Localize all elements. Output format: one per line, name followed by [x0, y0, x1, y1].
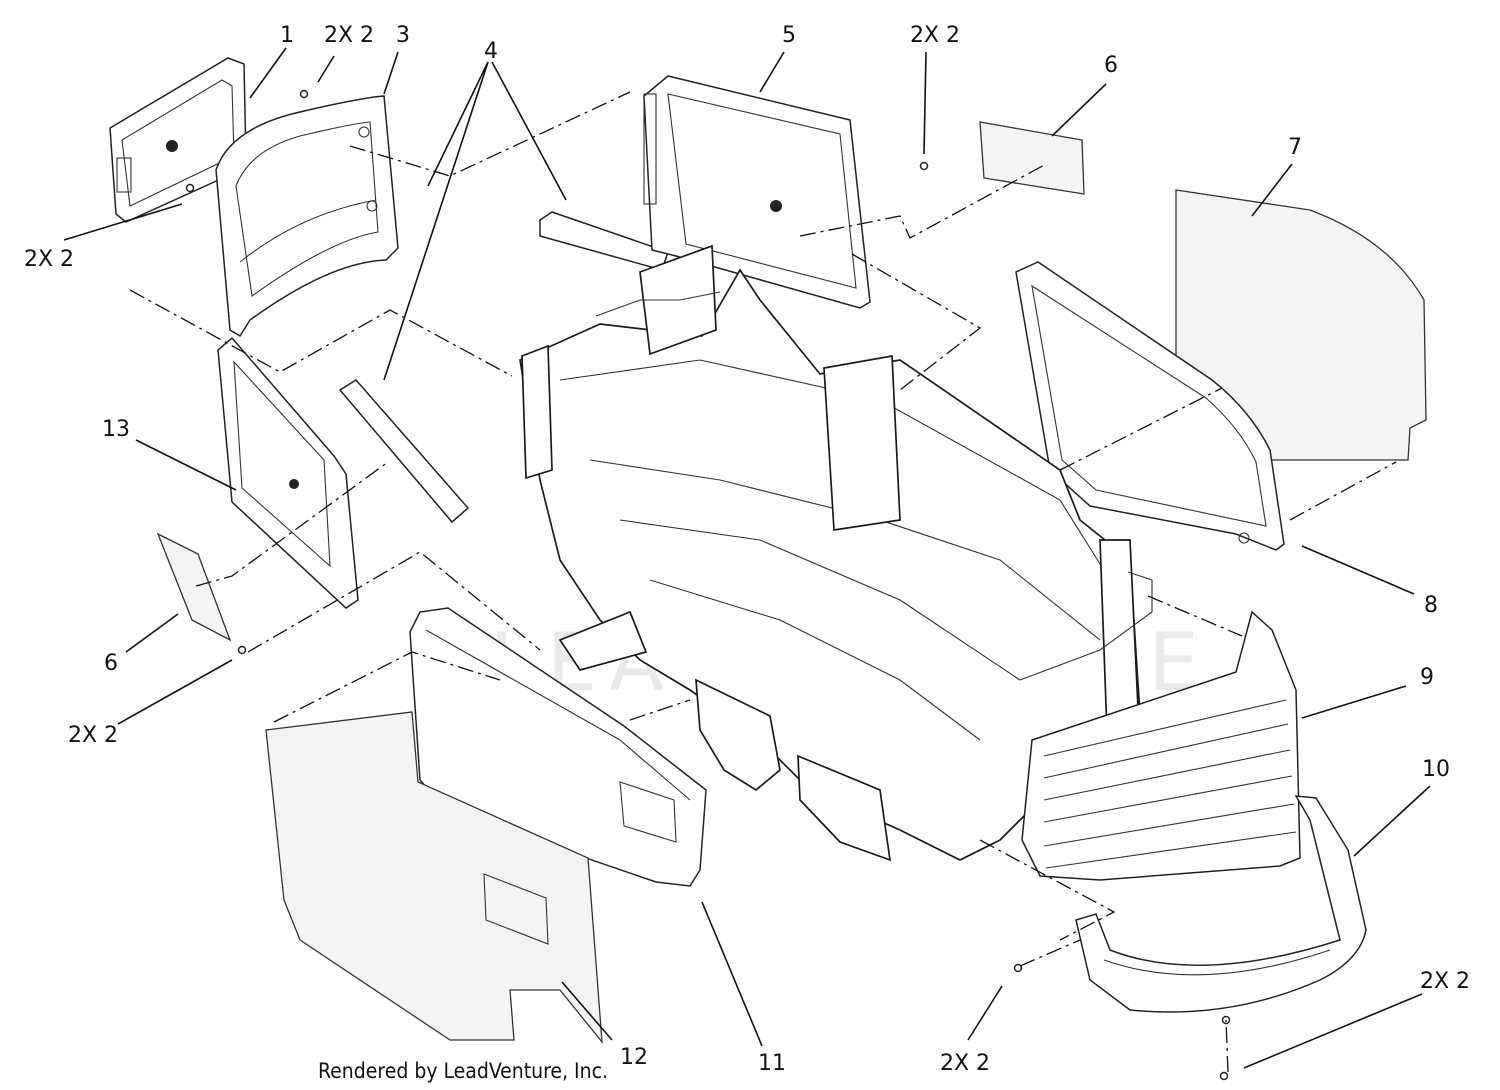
- callout-9: 9: [1420, 665, 1434, 690]
- callouts: 1 2X 2 3 4 5 2X 2 6 7 2X 2 13 8 6 9 2X 2…: [24, 23, 1470, 1076]
- frame-assembly: [519, 244, 1153, 862]
- part-9-grille: [1021, 610, 1301, 881]
- part-4-strip-lower: [338, 379, 470, 524]
- part-6-decal-upper: [979, 121, 1085, 195]
- callout-12: 12: [620, 1045, 648, 1070]
- callout-2x2-d: 2X 2: [68, 723, 118, 748]
- callout-5: 5: [782, 23, 796, 48]
- leader-lines: [63, 47, 1431, 1069]
- part-6-decal-lower: [156, 532, 232, 642]
- callout-2x2-b: 2X 2: [910, 23, 960, 48]
- part-12-decal: [265, 711, 603, 1045]
- part-3-panel: [215, 95, 399, 338]
- callout-10: 10: [1422, 757, 1450, 782]
- callout-2x2-f: 2X 2: [940, 1051, 990, 1076]
- part-13-panel: [217, 336, 359, 609]
- part-7-decal: [1175, 189, 1427, 461]
- part-4-strip-upper: [539, 211, 669, 271]
- callout-2x2-e: 2X 2: [1420, 969, 1470, 994]
- part-8-panel: [1015, 261, 1285, 551]
- callout-6-lower: 6: [104, 651, 118, 676]
- callout-8: 8: [1424, 593, 1438, 618]
- callout-3: 3: [396, 23, 410, 48]
- callout-2x2-a: 2X 2: [324, 23, 374, 48]
- callout-1: 1: [280, 23, 294, 48]
- callout-2x2-c: 2X 2: [24, 247, 74, 272]
- callout-6-upper: 6: [1104, 53, 1118, 78]
- part-10-bumper: [1075, 795, 1367, 1013]
- phantom-lines: [129, 91, 1397, 1073]
- callout-11: 11: [758, 1051, 786, 1076]
- callout-4: 4: [484, 39, 498, 64]
- callout-13: 13: [102, 417, 130, 442]
- callout-7: 7: [1288, 135, 1302, 160]
- render-credit: Rendered by LeadVenture, Inc.: [318, 1059, 608, 1083]
